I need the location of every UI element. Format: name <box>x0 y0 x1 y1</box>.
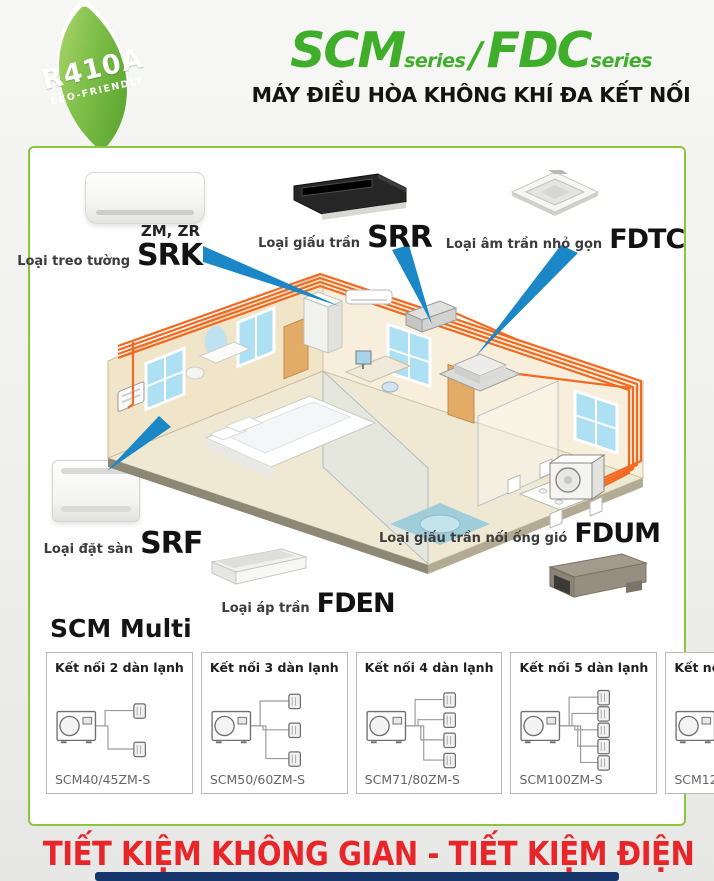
scm-connection-diagram <box>366 692 456 769</box>
title-fdc-suffix: series <box>590 50 653 72</box>
fden-ceiling-unit-image <box>210 548 308 585</box>
page-title: SCMseries/FDCseries <box>248 26 694 75</box>
title-scm: SCM <box>290 22 406 79</box>
slogan-text: TIẾT KIỆM KHÔNG GIAN - TIẾT KIỆM ĐIỆN <box>42 834 695 873</box>
scm-box-label: Kết nối 2 dàn lạnh <box>55 660 184 675</box>
house-illustration <box>106 272 645 574</box>
main-diagram-panel: ZM, ZR Loại treo tường SRK Loại giấu trầ… <box>17 146 714 826</box>
header: SCMseries/FDCseries MÁY ĐIỀU HÒA KHÔNG K… <box>248 26 694 107</box>
footer-bar <box>95 872 619 881</box>
srk-wall-unit-image <box>85 172 205 224</box>
fdum-model: FDUM <box>574 518 661 549</box>
fden-label: Loại áp trần FDEN <box>208 588 408 619</box>
fdum-ducted-unit-image <box>548 553 648 598</box>
fdtc-label: Loại âm trần nhỏ gọn FDTC <box>446 224 686 255</box>
fden-type-label: Loại áp trần <box>221 601 310 616</box>
srr-type-label: Loại giấu trần <box>258 236 361 251</box>
scm-connection-diagram <box>211 693 301 767</box>
fdum-type-label: Loại giấu trần nối ống gió <box>379 531 568 546</box>
srf-label: Loại đặt sàn SRF <box>38 526 208 561</box>
page-subtitle: MÁY ĐIỀU HÒA KHÔNG KHÍ ĐA KẾT NỐI <box>251 83 691 107</box>
srk-type-label: Loại treo tường <box>17 254 131 269</box>
fden-model: FDEN <box>316 588 396 619</box>
scm-box-model: SCM50/60ZM-S <box>209 772 306 787</box>
fdtc-cassette-unit-image <box>510 170 600 216</box>
scm-multi-heading: SCM Multi <box>50 614 192 643</box>
srk-label: Loại treo tường SRK <box>17 238 203 273</box>
scm-box-label: Kết nối 5 dàn lạnh <box>519 660 649 675</box>
title-fdc: FDC <box>486 22 593 79</box>
title-separator: / <box>469 35 483 76</box>
srk-model: SRK <box>137 238 203 273</box>
fdtc-model: FDTC <box>609 224 685 255</box>
scm-box-model: SCM100ZM-S <box>519 772 603 787</box>
r410a-eco-badge: R410A ECO-FRIENDLY <box>15 0 171 152</box>
scm-connection-diagram <box>520 689 611 771</box>
srr-label: Loại giấu trần SRR <box>258 220 433 255</box>
scm-multi-box: Kết nối 6 dàn lạnhSCM125ZM-S <box>665 652 714 794</box>
title-scm-suffix: series <box>404 50 466 72</box>
srk-submodels-label: ZM, ZR <box>140 222 200 240</box>
scm-box-label: Kết nối 6 dàn lạnh <box>674 660 714 675</box>
scm-box-model: SCM125ZM-S <box>674 772 714 787</box>
scm-box-label: Kết nối 4 dàn lạnh <box>364 660 494 675</box>
fdum-label: Loại giấu trần nối ống gió FDUM <box>379 518 661 549</box>
srr-model: SRR <box>367 220 433 255</box>
fdtc-type-label: Loại âm trần nhỏ gọn <box>445 237 603 252</box>
scm-box-label: Kết nối 3 dàn lạnh <box>209 660 339 675</box>
scm-connection-diagram <box>675 710 714 744</box>
scm-connection-diagram <box>56 703 147 758</box>
srf-model: SRF <box>140 526 203 561</box>
scm-box-model: SCM40/45ZM-S <box>55 772 151 787</box>
scm-box-model: SCM71/80ZM-S <box>364 772 460 787</box>
srf-type-label: Loại đặt sàn <box>43 542 134 557</box>
srr-ducted-unit-image <box>293 173 407 220</box>
